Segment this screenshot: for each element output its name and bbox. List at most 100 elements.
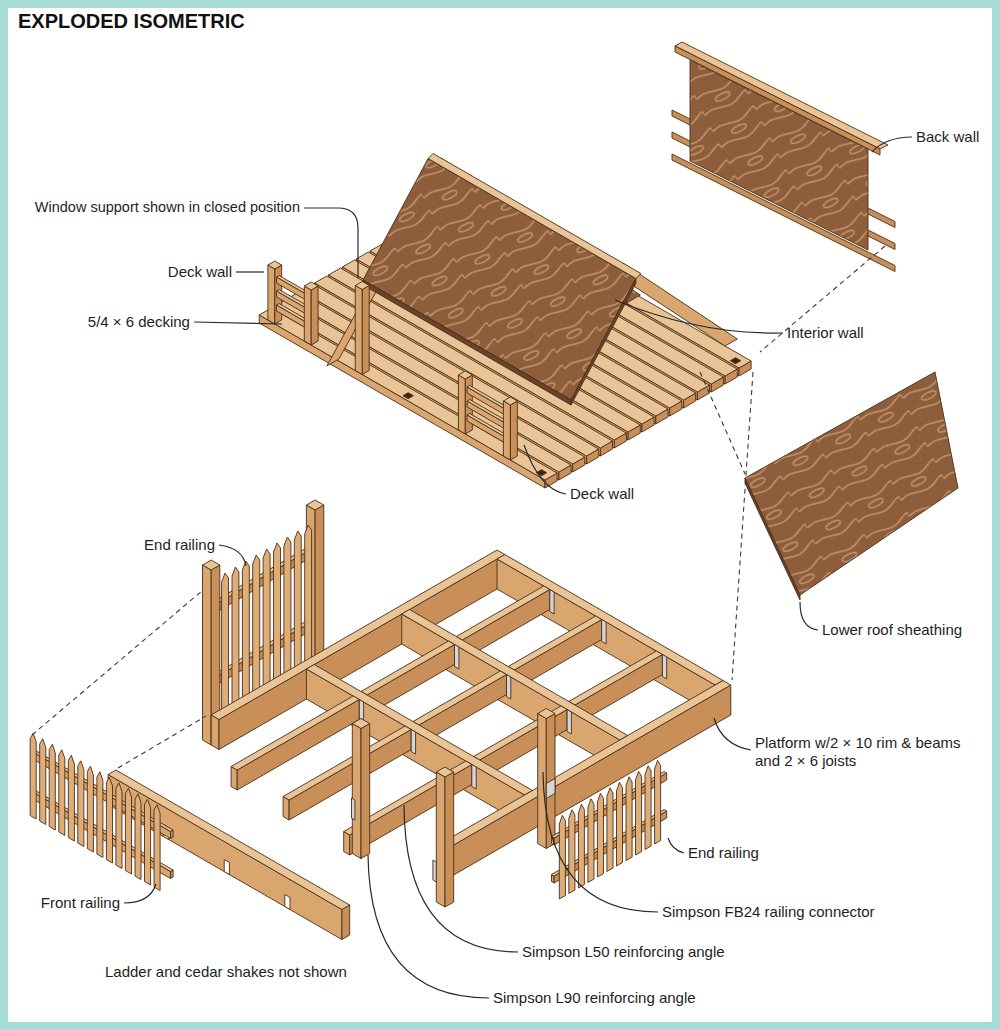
window-support [355,282,369,290]
railing-post [306,500,323,510]
callout-label: End railing [144,536,215,554]
callout-label: Window support shown in closed position [35,199,300,217]
leader-line [615,300,783,333]
rim-board [342,905,350,940]
picket [30,733,36,819]
joist [361,641,455,695]
deck-wall-slat [467,386,508,410]
picket [222,573,229,712]
joist-hanger [550,590,554,615]
joist-hanger [507,675,511,700]
rim-board [211,715,219,750]
joist [283,797,289,821]
joist [456,586,550,640]
joist [413,671,507,725]
post [445,772,454,907]
explode-line [760,246,885,352]
leader-line [524,445,566,494]
picket [125,788,131,874]
deck-wall-post [304,286,311,345]
deck-wall-post [503,397,517,405]
rafter [623,263,737,346]
callout-label: Simpson FB24 railing connector [662,903,875,921]
leader-line [236,271,264,272]
callout-label: 5/4 × 6 decking [88,313,190,331]
window-support [362,286,369,375]
picket [68,755,74,841]
picket [626,777,632,861]
deck-wall-post [311,286,318,345]
picket [145,799,151,885]
picket [59,750,65,836]
deck-wall-post [503,401,510,460]
railing-post [203,565,212,745]
joist-hanger [567,710,571,735]
picket [617,782,623,866]
leader-line [368,855,489,998]
post [352,719,369,729]
post [352,724,361,859]
post [546,714,555,849]
explode-line [700,372,745,474]
joist [569,651,663,705]
picket [106,777,112,863]
explode-line [732,372,753,680]
joist-hanger [455,645,459,670]
back-wall-panel [690,60,868,250]
ridge-board [428,154,641,279]
picket [578,804,584,888]
joist-hanger [602,620,606,645]
deck-wall-post [510,401,517,460]
picket [87,766,93,852]
deck-wall-post [458,371,472,379]
leader-line [714,718,751,750]
leader-line [668,838,684,853]
picket [49,744,55,830]
callout-label: Platform w/2 × 10 rim & beams and 2 × 6 … [755,734,977,771]
reinforcing-angle [352,798,355,820]
post [436,767,453,777]
joist [231,696,359,770]
picket [253,555,260,694]
picket [78,761,84,847]
callout-label: Deck wall [168,263,232,281]
picket [242,561,249,700]
rim-notch [285,895,290,910]
joist-hanger [411,730,415,755]
picket [294,531,301,670]
lower-roof-sheathing [745,372,958,595]
picket [263,549,270,688]
joist-hanger [472,765,476,790]
leader-line [543,772,658,912]
post [436,772,445,907]
callout-label: Interior wall [787,324,864,342]
picket [569,810,575,894]
leader-line [800,602,818,630]
reinforcing-angle [433,860,436,882]
railing-post [203,560,220,570]
picket [636,771,642,855]
callout-label: Simpson L90 reinforcing angle [493,989,696,1007]
deck-wall-post [304,282,318,290]
picket [232,567,239,706]
callout-label: Simpson L50 reinforcing angle [522,943,725,961]
roof-edge [571,279,636,406]
joist [508,616,602,670]
leader-line [872,137,912,152]
deck-wall-slat [467,387,505,415]
picket [274,543,281,682]
picket [645,766,651,850]
deck-wall-post [268,261,282,269]
picket [655,760,661,844]
leader-line [304,208,358,278]
leader-line [219,545,246,566]
post [361,724,370,859]
joist [231,767,237,791]
joist [283,726,411,800]
picket [116,783,122,869]
callout-label: End railing [688,844,759,862]
picket [154,805,160,891]
